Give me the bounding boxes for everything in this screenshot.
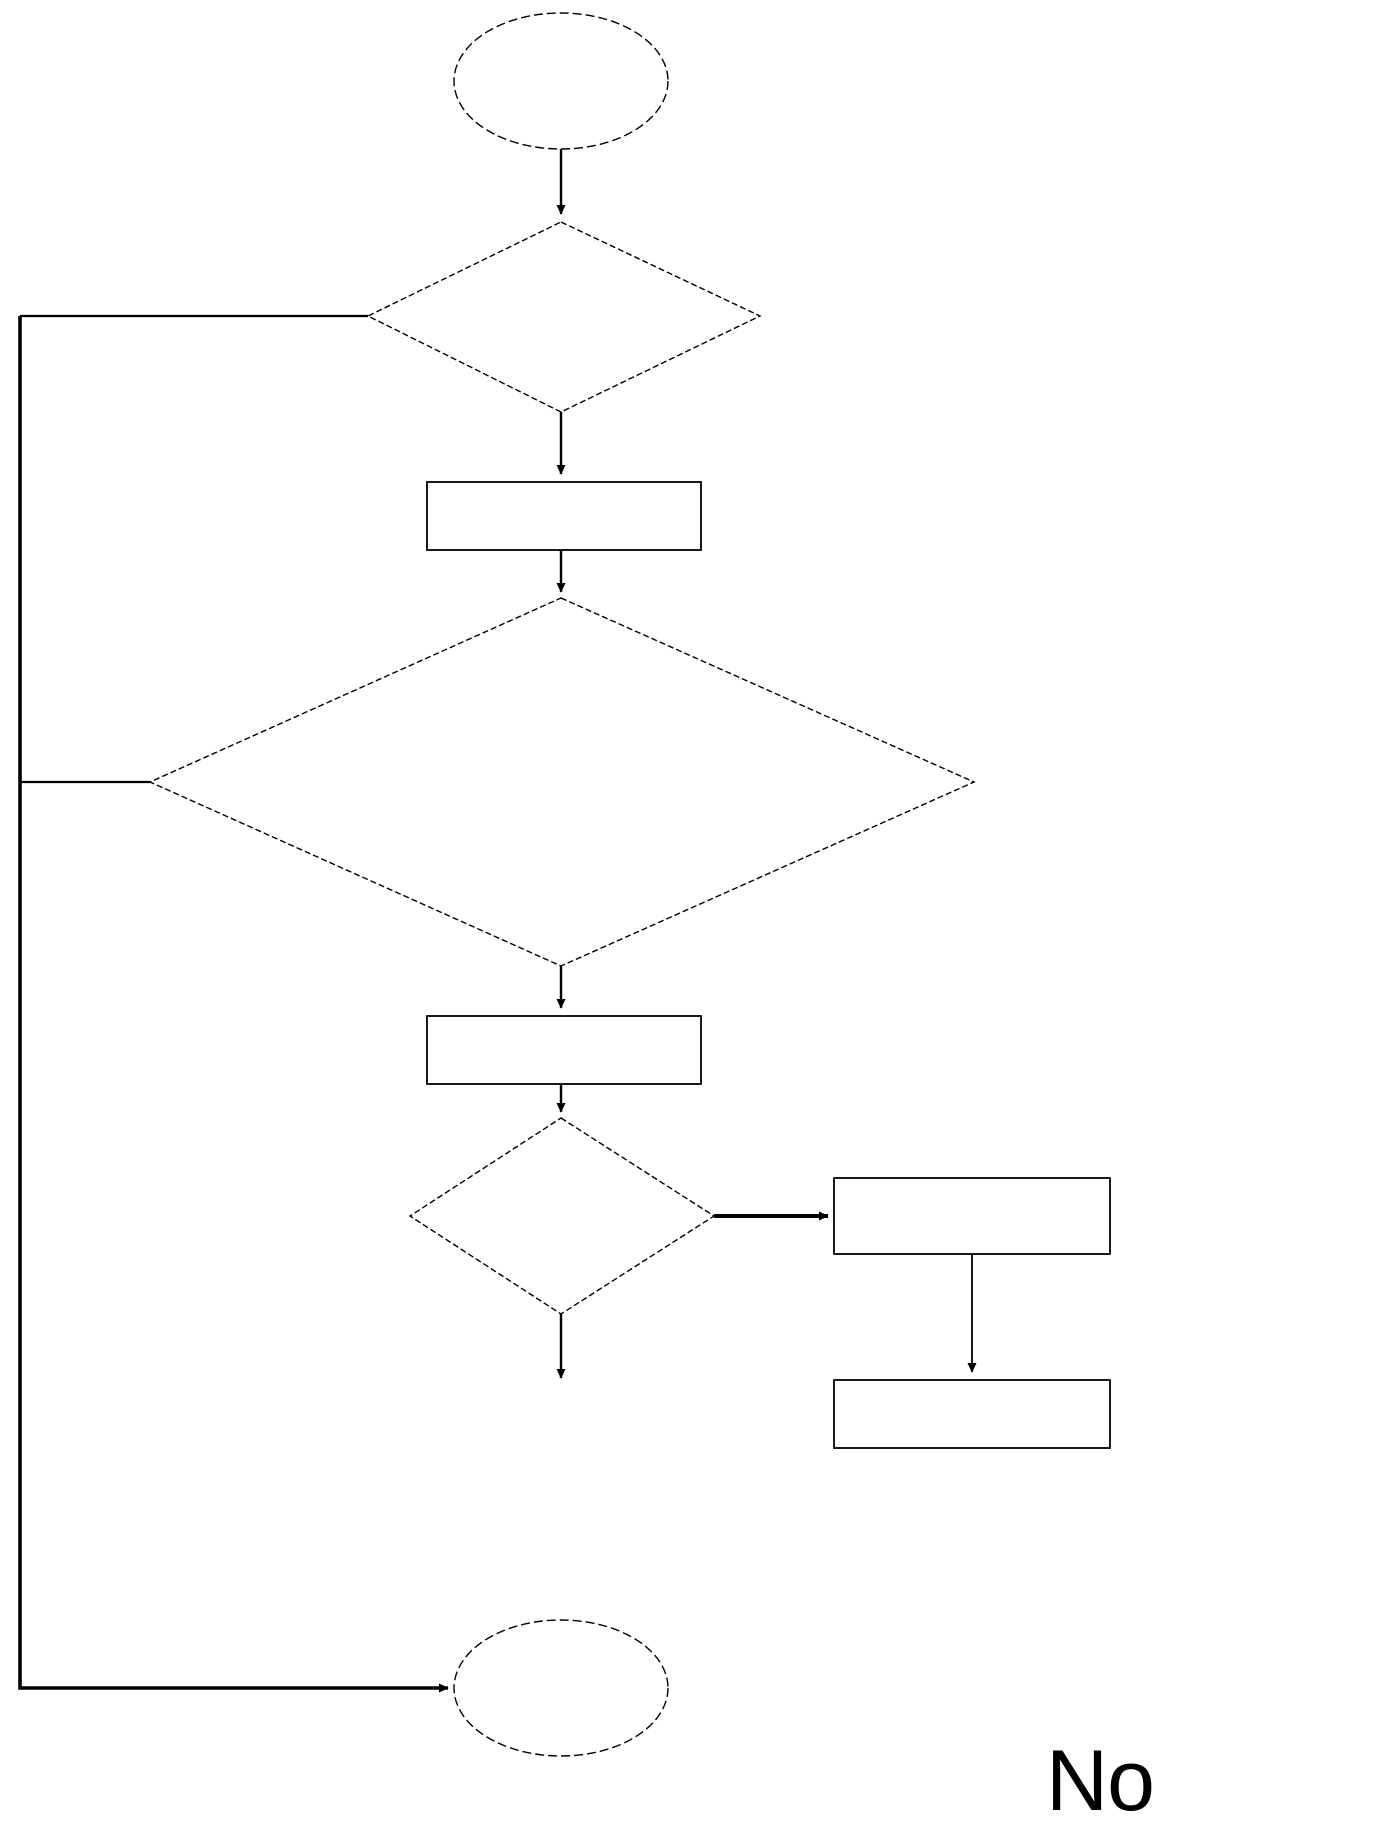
node-process-1[interactable] bbox=[426, 481, 702, 551]
edge-left-rail-to-end bbox=[18, 316, 449, 1693]
node-process-2[interactable] bbox=[426, 1015, 702, 1085]
annotation-no-label: No bbox=[1046, 1733, 1155, 1829]
node-end-terminator[interactable] bbox=[453, 1619, 669, 1757]
node-decision-3[interactable] bbox=[408, 1117, 716, 1315]
node-process-3[interactable] bbox=[833, 1177, 1111, 1255]
node-process-4[interactable] bbox=[833, 1379, 1111, 1449]
node-decision-2[interactable] bbox=[148, 597, 976, 967]
node-decision-1[interactable] bbox=[366, 221, 762, 413]
node-start-terminator[interactable] bbox=[453, 12, 669, 150]
